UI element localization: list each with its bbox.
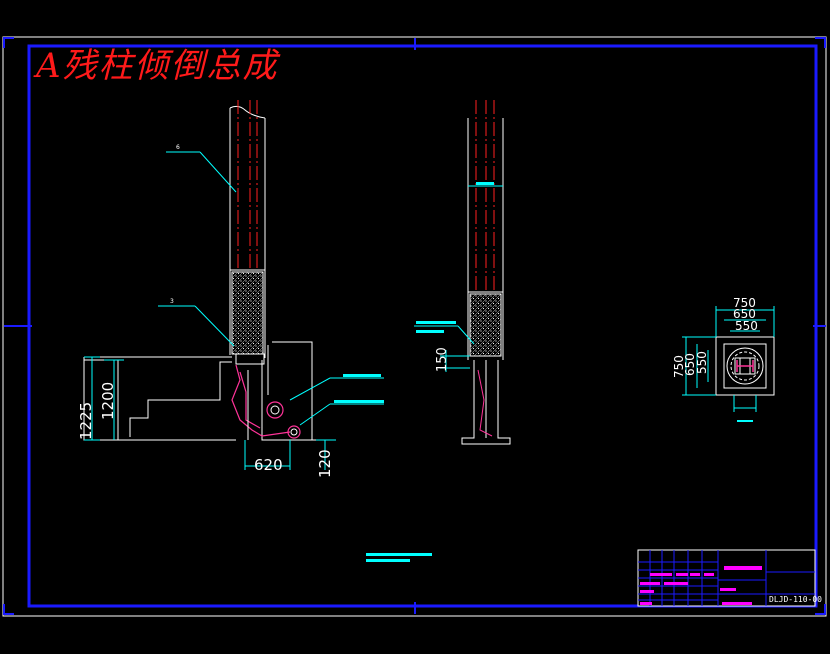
frame-markers xyxy=(3,37,826,615)
dim-depth: 120 xyxy=(316,449,334,478)
dim-outer-width: 750 xyxy=(733,296,756,310)
dim-height-step: 1200 xyxy=(99,382,117,420)
dim-height-total: 1225 xyxy=(77,402,95,440)
title-block: DLJD-110-00 xyxy=(637,549,822,607)
dim-width-base: 620 xyxy=(254,456,283,474)
svg-text:3: 3 xyxy=(170,298,174,305)
dim-inner-width: 550 xyxy=(735,319,758,333)
side-view: 6 3 xyxy=(77,100,384,478)
dim-outer-height: 750 xyxy=(672,355,686,378)
dim-inner-height: 550 xyxy=(695,351,709,374)
svg-text:150: 150 xyxy=(435,347,450,372)
drawing-number: DLJD-110-00 xyxy=(769,595,822,604)
dim-mid-height: 650 xyxy=(683,353,697,376)
dim-mid-width: 650 xyxy=(733,307,756,321)
plan-view: 750 650 550 750 650 550 xyxy=(672,296,775,422)
front-view: 150 xyxy=(366,100,511,562)
svg-text:6: 6 xyxy=(176,144,180,151)
drawing-title: A残柱倾倒总成 xyxy=(36,46,279,86)
